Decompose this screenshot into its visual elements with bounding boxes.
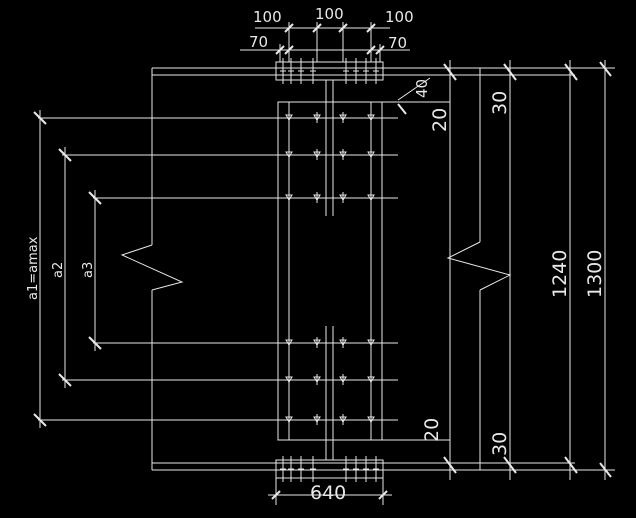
flange-plate-bottom bbox=[275, 459, 384, 479]
label-a2: a2 bbox=[51, 262, 66, 278]
dim-20-bottom: 20 bbox=[421, 418, 443, 442]
left-dimensions: a1=amax a2 a3 bbox=[26, 110, 398, 428]
bolt-rows bbox=[285, 112, 375, 425]
web-splice-plate bbox=[277, 80, 383, 460]
dim-100-right: 100 bbox=[385, 8, 414, 26]
label-a3: a3 bbox=[81, 262, 96, 278]
dim-20-top: 20 bbox=[429, 108, 451, 132]
bottom-dimension: 640 bbox=[268, 478, 392, 505]
flange-bolts bbox=[280, 58, 379, 482]
dim-100-left: 100 bbox=[253, 8, 282, 26]
dim-1300: 1300 bbox=[584, 250, 606, 298]
dim-30-top: 30 bbox=[489, 91, 511, 115]
dim-100-middle: 100 bbox=[315, 5, 344, 23]
dim-1240: 1240 bbox=[549, 250, 571, 298]
dim-640: 640 bbox=[310, 482, 346, 504]
right-dimensions: 40 20 30 1240 1300 20 30 bbox=[382, 60, 615, 480]
top-dimensions: 100 100 100 70 70 bbox=[240, 5, 414, 62]
dim-40: 40 bbox=[413, 79, 431, 98]
beam-outline bbox=[120, 67, 512, 471]
dim-70-right: 70 bbox=[388, 34, 407, 52]
dim-70-left: 70 bbox=[249, 33, 268, 51]
flange-plate-top bbox=[275, 61, 384, 81]
dim-30-bottom: 30 bbox=[489, 432, 511, 456]
label-a1-amax: a1=amax bbox=[26, 236, 41, 300]
